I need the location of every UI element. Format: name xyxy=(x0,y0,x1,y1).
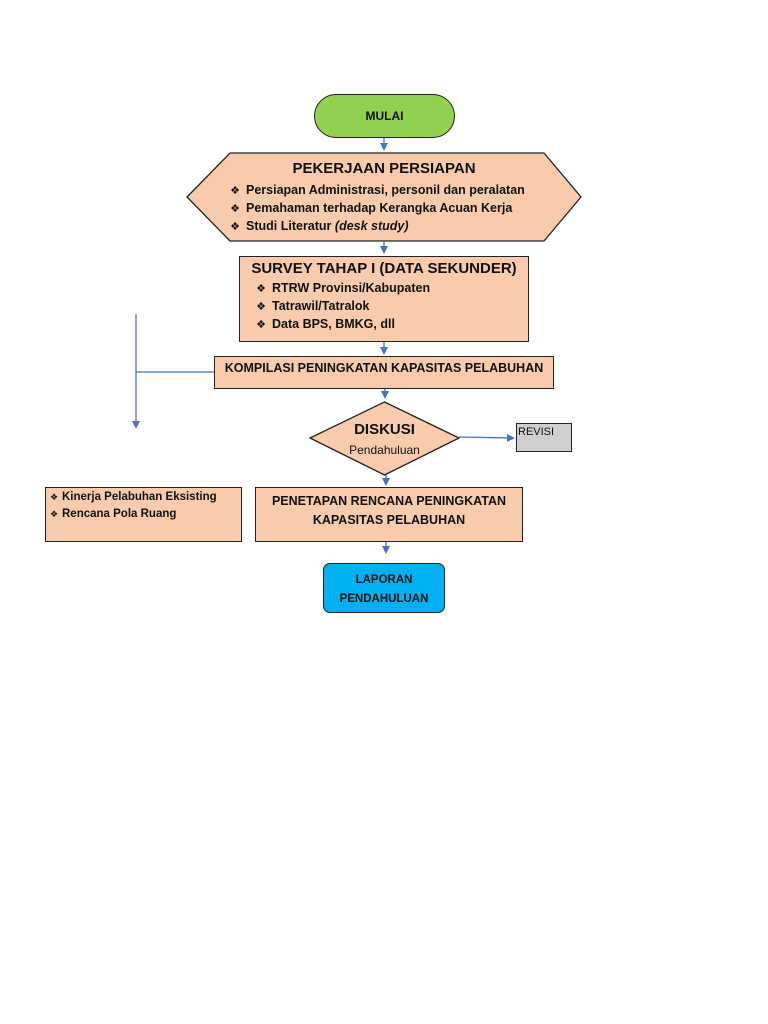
bullet-diamond-icon: ❖ xyxy=(256,301,266,313)
survey-title: SURVEY TAHAP I (DATA SEKUNDER) xyxy=(251,260,517,277)
kompilasi-label: KOMPILASI PENINGKATAN KAPASITAS PELABUHA… xyxy=(224,361,544,375)
kompilasi-box: KOMPILASI PENINGKATAN KAPASITAS PELABUHA… xyxy=(214,356,554,389)
side-list: ❖Kinerja Pelabuhan Eksisting ❖Rencana Po… xyxy=(46,489,241,523)
survey-list: ❖RTRW Provinsi/Kabupaten ❖Tatrawil/Tatra… xyxy=(250,280,528,334)
bullet-diamond-icon: ❖ xyxy=(49,492,59,502)
side-input-box: ❖Kinerja Pelabuhan Eksisting ❖Rencana Po… xyxy=(45,487,242,542)
list-item: ❖Persiapan Administrasi, personil dan pe… xyxy=(224,182,525,200)
persiapan-title: PEKERJAAN PERSIAPAN xyxy=(292,160,476,177)
laporan-line-2: PENDAHULUAN xyxy=(339,593,429,605)
start-terminal: MULAI xyxy=(314,94,455,138)
bullet-diamond-icon: ❖ xyxy=(230,185,240,197)
list-item: ❖Pemahaman terhadap Kerangka Acuan Kerja xyxy=(224,200,525,218)
list-item: ❖Data BPS, BMKG, dll xyxy=(250,316,528,334)
arrow-diskusi-to-revisi xyxy=(458,433,515,442)
list-item: ❖RTRW Provinsi/Kabupaten xyxy=(250,280,528,298)
revisi-box: REVISI xyxy=(516,423,572,452)
bullet-diamond-icon: ❖ xyxy=(256,319,266,331)
persiapan-hexagon: PEKERJAAN PERSIAPAN ❖Persiapan Administr… xyxy=(186,152,582,242)
laporan-line-1: LAPORAN xyxy=(355,574,413,586)
list-item: ❖Rencana Pola Ruang xyxy=(46,506,241,523)
list-item: ❖Kinerja Pelabuhan Eksisting xyxy=(46,489,241,506)
laporan-terminal: LAPORAN PENDAHULUAN xyxy=(323,563,445,613)
penetapan-line-2: KAPASITAS PELABUHAN xyxy=(312,513,466,527)
persiapan-list: ❖Persiapan Administrasi, personil dan pe… xyxy=(224,182,525,236)
diskusi-title: DISKUSI xyxy=(354,421,415,438)
survey-box: SURVEY TAHAP I (DATA SEKUNDER) ❖RTRW Pro… xyxy=(239,256,529,342)
penetapan-line-1: PENETAPAN RENCANA PENINGKATAN xyxy=(271,494,507,508)
bullet-diamond-icon: ❖ xyxy=(256,283,266,295)
diskusi-decision: DISKUSI Pendahuluan xyxy=(309,401,460,476)
penetapan-box: PENETAPAN RENCANA PENINGKATAN KAPASITAS … xyxy=(255,487,523,542)
hexagon-shape xyxy=(186,152,582,242)
bullet-diamond-icon: ❖ xyxy=(230,203,240,215)
bullet-diamond-icon: ❖ xyxy=(230,221,240,233)
list-item: ❖Tatrawil/Tatralok xyxy=(250,298,528,316)
revisi-label: REVISI xyxy=(518,426,555,438)
start-label: MULAI xyxy=(365,109,404,123)
diskusi-subtitle: Pendahuluan xyxy=(349,443,420,457)
diamond-shape xyxy=(309,401,460,476)
italic-suffix: (desk study) xyxy=(334,219,409,233)
bullet-diamond-icon: ❖ xyxy=(49,509,59,519)
list-item: ❖Studi Literatur (desk study) xyxy=(224,218,525,236)
